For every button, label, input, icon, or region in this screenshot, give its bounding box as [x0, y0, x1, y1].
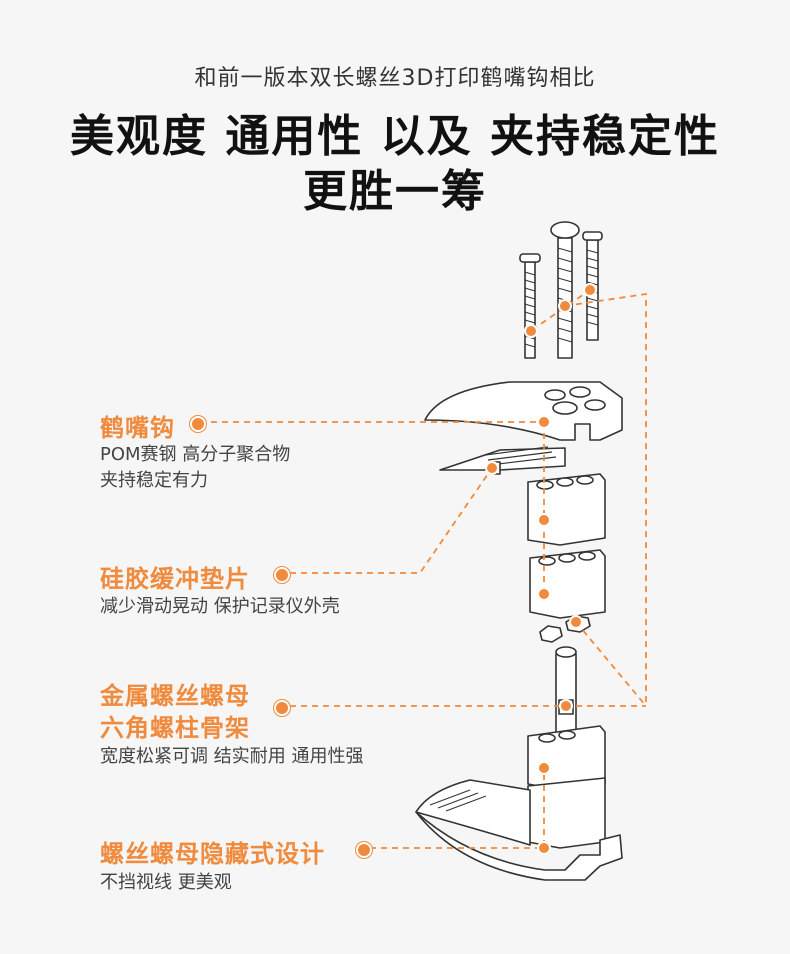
label-pad-marker — [274, 567, 290, 583]
bottom-hook — [415, 779, 623, 881]
top-hook — [424, 381, 623, 441]
label-pad-desc: 减少滑动晃动 保护记录仪外壳 — [100, 596, 340, 617]
label-hidden-desc: 不挡视线 更美观 — [100, 872, 232, 893]
label-hidden-marker — [356, 842, 372, 858]
label-metal-marker — [274, 700, 290, 716]
label-hook-title: 鹤嘴钩 — [100, 414, 175, 442]
silicone-pad — [439, 446, 566, 475]
middle-block — [529, 549, 606, 619]
lower-block-bottom — [527, 777, 606, 849]
headline-line-1: 美观度 通用性 以及 夹持稳定性 — [70, 111, 720, 162]
label-hook-desc: POM赛钢 高分子聚合物 夹持稳定有力 — [100, 444, 291, 491]
label-hook-marker — [190, 416, 206, 432]
subtitle: 和前一版本双长螺丝3D打印鹤嘴钩相比 — [194, 66, 596, 91]
label-metal-desc: 宽度松紧可调 结实耐用 通用性强 — [100, 746, 364, 767]
upper-block — [527, 473, 606, 546]
label-pad-title: 硅胶缓冲垫片 — [100, 565, 250, 593]
screw-left — [519, 253, 541, 359]
label-hidden-title: 螺丝螺母隐藏式设计 — [100, 840, 325, 868]
label-metal-title: 金属螺丝螺母 六角螺柱骨架 — [100, 682, 250, 742]
screw-middle — [550, 221, 580, 359]
headline-line-2: 更胜一筹 — [303, 166, 487, 217]
hex-standoff — [555, 646, 577, 739]
